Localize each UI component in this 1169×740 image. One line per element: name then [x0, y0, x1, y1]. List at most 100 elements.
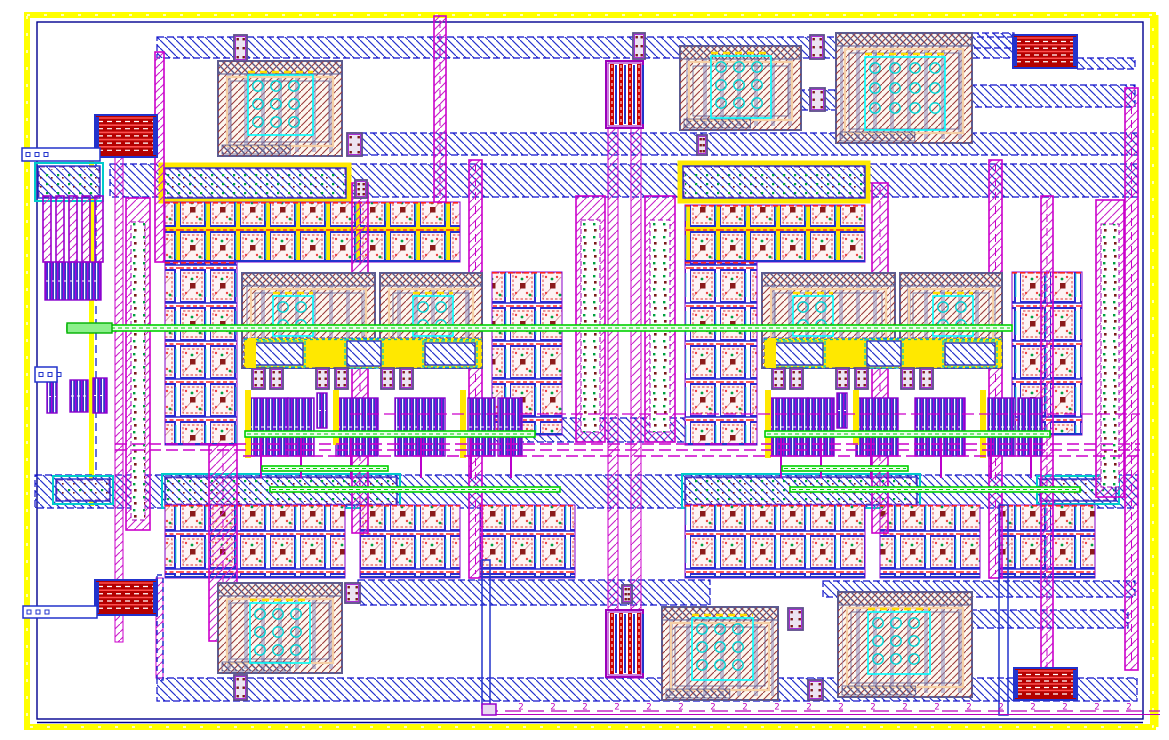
cell-array [164, 504, 346, 579]
metal-strip [1124, 87, 1139, 671]
via-box [809, 34, 825, 60]
poly-cluster [335, 397, 379, 457]
metal-strip [114, 151, 124, 643]
yellow-bar [333, 390, 339, 445]
via-box [809, 87, 826, 112]
net-label: 2 [582, 703, 587, 713]
red-bar-stack-layer [94, 34, 1078, 701]
gate-box [864, 338, 904, 369]
poly-cluster [247, 397, 289, 457]
net-label: 2 [1126, 703, 1131, 713]
purple-bus-layer [115, 413, 1140, 457]
transistor-module [679, 45, 802, 131]
poly-cluster [69, 379, 89, 413]
purple-stub [300, 438, 302, 478]
via-box [346, 132, 363, 157]
via-box [233, 34, 248, 62]
dotted-box [158, 162, 352, 204]
via-box [251, 367, 266, 390]
via-box [354, 179, 368, 199]
net-label: 2 [1030, 703, 1035, 713]
finger-comb-layer [42, 195, 104, 263]
via-box [632, 32, 646, 60]
net-label: 2 [1094, 703, 1099, 713]
purple-stub [820, 438, 822, 478]
yellow-bar [248, 338, 256, 368]
metal-strip [575, 195, 606, 443]
poly-cluster [467, 397, 496, 457]
net-label: 2 [710, 703, 715, 713]
via-box [380, 367, 395, 390]
green-pad [66, 322, 113, 334]
transistor-module [837, 591, 973, 698]
red-via-stack [605, 609, 644, 678]
finger-comb [42, 195, 104, 263]
dotted-box [52, 475, 114, 505]
yellow-bar [460, 390, 466, 458]
gate-box [942, 340, 998, 368]
poly-cluster [44, 261, 102, 301]
poly-cluster [1017, 397, 1043, 457]
net-label: 2 [774, 703, 779, 713]
purple-stub [510, 438, 512, 478]
purple-stub [870, 438, 872, 478]
purple-stub [350, 438, 352, 478]
poly-cluster [767, 397, 809, 457]
net-label: 2 [1062, 703, 1067, 713]
red-bar-stack [1013, 667, 1078, 701]
cell-array [684, 504, 866, 579]
net-label: 2 [998, 703, 1003, 713]
gate-box [344, 338, 384, 369]
yellow-bar [980, 390, 986, 458]
net-label: 2 [518, 703, 523, 713]
via-box [334, 367, 349, 390]
cell-array [879, 504, 981, 579]
purple-stub [470, 438, 472, 478]
purple-stub [420, 438, 422, 478]
green-wire [781, 465, 909, 472]
yellow-bar [768, 338, 776, 368]
poly-cluster [836, 392, 848, 429]
metal-strip [433, 15, 447, 203]
poly-cluster [855, 397, 899, 457]
green-pad-layer [66, 322, 113, 334]
dotted-box [677, 160, 871, 204]
transistor-module [217, 582, 343, 674]
metal-strip [644, 195, 676, 443]
green-wire [261, 465, 389, 472]
transistor-module [661, 606, 779, 701]
via-box [835, 367, 850, 390]
purple-stub [1030, 438, 1032, 478]
purple-stub-layer [260, 438, 1032, 478]
net-label: 2 [870, 703, 875, 713]
green-wire [789, 486, 1081, 493]
purple-stub [990, 438, 992, 478]
cell-array [479, 504, 576, 579]
cell-array [359, 504, 461, 579]
via-box [789, 367, 804, 390]
metal-strip [607, 127, 619, 679]
pin-bar-layer [21, 147, 101, 619]
via-box [771, 367, 786, 390]
transistor-module [217, 60, 343, 157]
via-box [233, 674, 248, 701]
via-box [787, 607, 804, 631]
cell-array [164, 201, 461, 263]
pin-bar [34, 366, 62, 383]
gate-box [770, 340, 826, 368]
net-label: 2 [742, 703, 747, 713]
band [969, 84, 1136, 108]
via-box [900, 367, 915, 390]
cell-array [164, 261, 238, 446]
band [1076, 57, 1136, 70]
cell-array-layer [164, 201, 1096, 579]
band [971, 32, 1015, 49]
net-label: 2 [614, 703, 619, 713]
net-label: 2 [806, 703, 811, 713]
yellow-bar [245, 390, 251, 458]
gate-box [422, 340, 478, 368]
metal-strip [1095, 199, 1125, 498]
net-label: 2 [550, 703, 555, 713]
